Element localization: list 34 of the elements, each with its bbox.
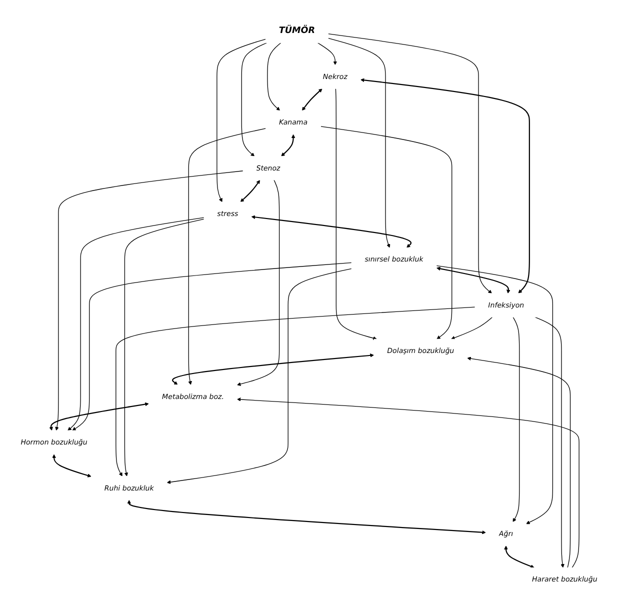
node-text: TÜMÖR (278, 24, 315, 36)
arrow (281, 134, 296, 156)
arrow (512, 316, 520, 522)
arrow (534, 316, 564, 568)
arrow (436, 265, 554, 524)
arrow (451, 316, 493, 340)
arrow (236, 180, 280, 386)
arrow (188, 128, 266, 386)
arrow (335, 88, 377, 340)
arrow (360, 78, 530, 294)
arrow (72, 262, 352, 431)
arrow (328, 38, 390, 248)
arrow (52, 454, 92, 478)
arrow (49, 402, 149, 431)
arrow (251, 215, 412, 248)
arrow (127, 500, 486, 534)
arrow (172, 354, 374, 386)
arrow (124, 218, 204, 476)
arrow (55, 170, 244, 431)
arrow (320, 126, 452, 340)
arrow (241, 42, 268, 156)
arrow (216, 38, 266, 202)
arrow (116, 306, 476, 476)
arrow (267, 42, 282, 111)
arrow (68, 217, 204, 431)
arrow (467, 356, 571, 568)
arrow (166, 268, 352, 484)
arrow (236, 398, 580, 568)
arrow (240, 180, 260, 202)
arrow (328, 34, 492, 294)
arrow (436, 266, 510, 294)
arrow (317, 42, 338, 66)
arrow (504, 546, 534, 568)
arrow (302, 88, 322, 111)
